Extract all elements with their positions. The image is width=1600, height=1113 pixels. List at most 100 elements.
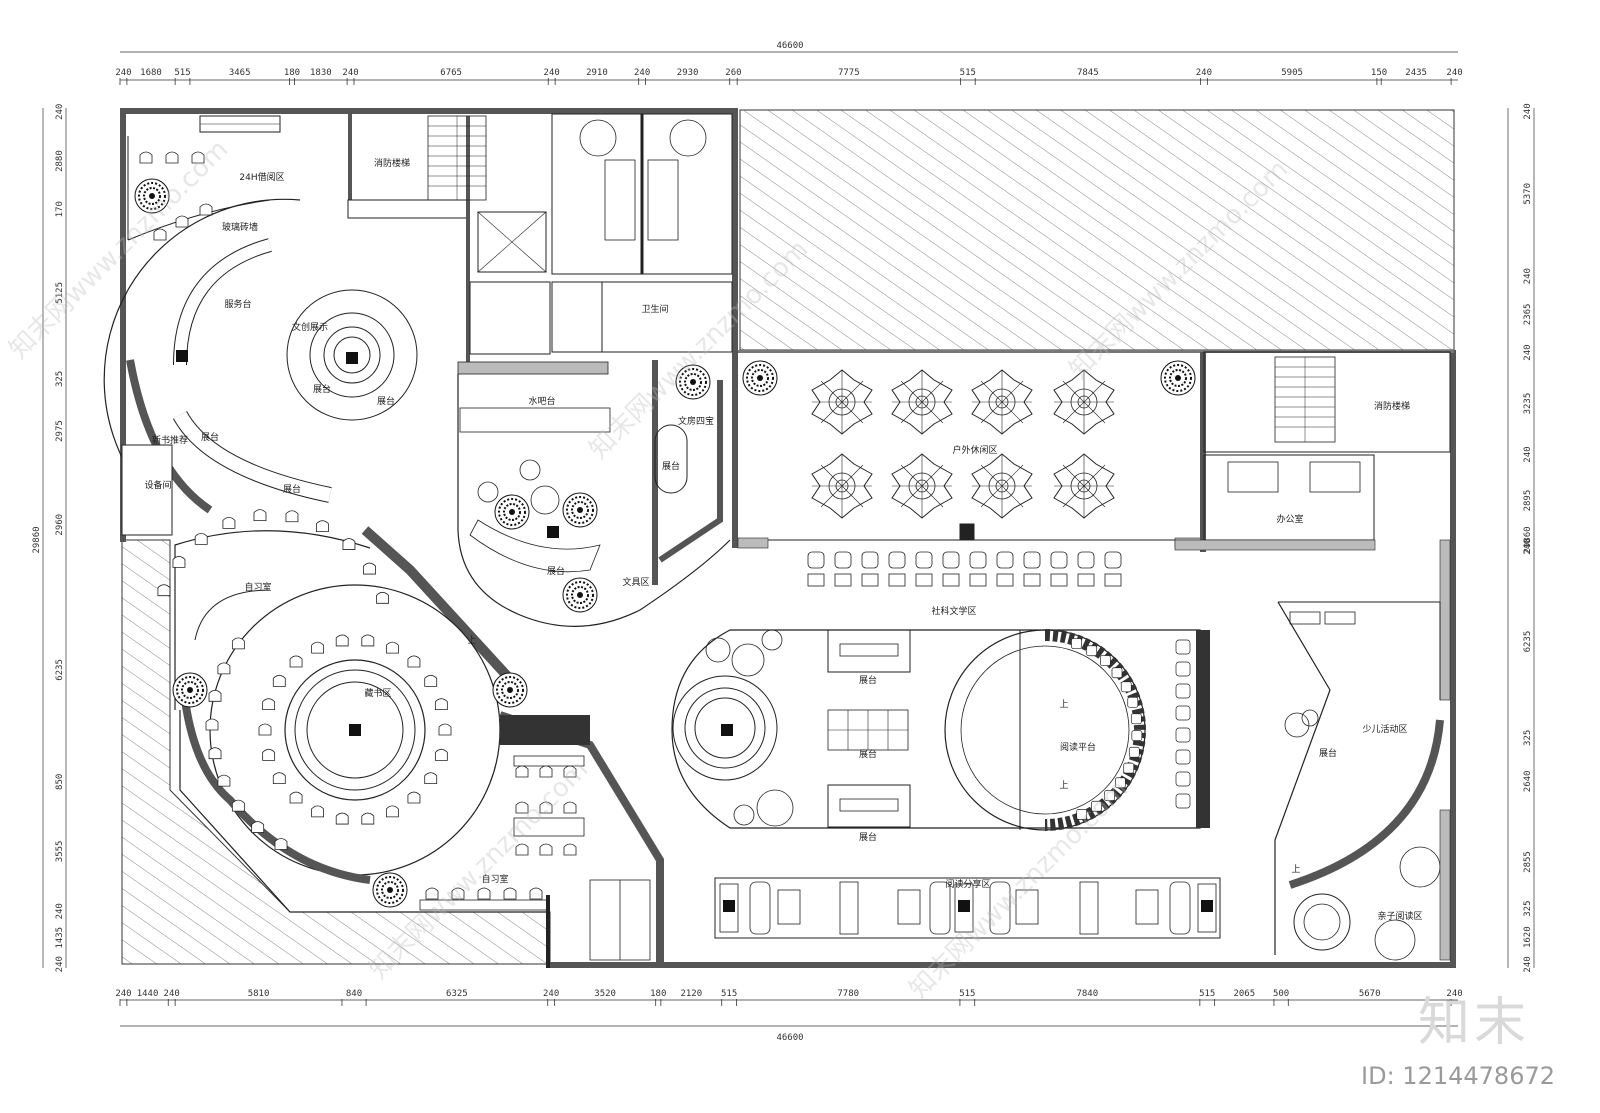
- label-glass-brick: 玻璃砖墙: [222, 221, 258, 233]
- label-study-room-a: 自习室: [244, 581, 271, 593]
- study-chair: [363, 562, 376, 575]
- svg-text:知末网www.znzmo.com: 知末网www.znzmo.com: [904, 774, 1135, 1005]
- collection-chair: [258, 723, 272, 736]
- lit-chair: [915, 551, 933, 569]
- dim-label: 1680: [140, 68, 162, 78]
- lit-table: [1077, 573, 1095, 587]
- dim-label: 2065: [1233, 989, 1255, 999]
- lit-table: [807, 573, 825, 587]
- lit-table: [1023, 573, 1041, 587]
- collection-chair: [361, 812, 375, 825]
- platform-seat: [1120, 681, 1132, 693]
- label-display-b: 展台: [377, 395, 395, 407]
- collection-chair: [424, 772, 438, 785]
- dim-label: 240: [634, 68, 650, 78]
- lit-chair: [888, 551, 906, 569]
- collection-chair: [262, 748, 276, 761]
- platform-seat: [1071, 638, 1082, 649]
- dim-total-left: 29860: [32, 526, 42, 553]
- study-chair: [342, 538, 356, 550]
- dim-label: 3555: [55, 841, 65, 863]
- right-top-rooms: [1174, 351, 1451, 701]
- dim-label: 7840: [1076, 989, 1098, 999]
- label-display-a: 展台: [313, 383, 331, 395]
- collection-outer-chair: [205, 718, 219, 731]
- umbrella-table: [811, 369, 873, 435]
- kids-area: [1274, 601, 1451, 961]
- dim-label: 2895: [1523, 490, 1533, 512]
- collection-outer-chair: [231, 799, 245, 812]
- hatched-areas: [121, 109, 1455, 965]
- lit-table: [1104, 573, 1122, 587]
- label-reading-platform: 阅读平台: [1060, 741, 1096, 753]
- dim-label: 2960: [55, 514, 65, 536]
- dim-label: 840: [346, 989, 362, 999]
- collection-outer-chair: [208, 747, 222, 760]
- central-display: [671, 629, 1210, 831]
- collection-outer-chair: [251, 821, 265, 833]
- reading-share-marks: [723, 900, 1213, 912]
- lit-table: [942, 573, 960, 587]
- dim-total-top: 46600: [776, 41, 803, 51]
- label-up-a: 上: [467, 635, 476, 646]
- dim-label: 6235: [55, 659, 65, 681]
- lit-chair: [807, 551, 825, 569]
- dim-label: 500: [1273, 989, 1289, 999]
- label-display-i: 展台: [859, 831, 877, 843]
- dim-label: 5125: [55, 282, 65, 304]
- collection-chair: [434, 698, 448, 711]
- reading-share-area: [714, 877, 1221, 939]
- brand-logo: 知末: [1417, 993, 1530, 1053]
- lit-table: [834, 573, 852, 587]
- social-lit-seats: [807, 551, 1122, 587]
- dim-label: 240: [1446, 989, 1462, 999]
- lit-chair: [996, 551, 1014, 569]
- label-up-d: 上: [1291, 864, 1300, 875]
- label-display-h: 展台: [859, 748, 877, 760]
- dim-label: 325: [1523, 730, 1533, 746]
- collection-chair: [407, 655, 421, 668]
- dimension-ticks: [119, 78, 1452, 1006]
- dim-label: 240: [544, 68, 560, 78]
- label-water-bar: 水吧台: [528, 395, 555, 407]
- restroom-area: [457, 113, 733, 433]
- umbrella-table: [971, 453, 1033, 519]
- label-office: 办公室: [1276, 513, 1303, 525]
- platform-seat: [1127, 696, 1139, 708]
- outdoor-umbrellas: [811, 369, 1115, 519]
- study-chair: [194, 532, 208, 545]
- collection-chair: [262, 698, 276, 711]
- platform-seat: [1115, 777, 1126, 789]
- platform-side-seat: [1175, 771, 1191, 787]
- dim-label: 240: [55, 104, 65, 120]
- label-up-c: 上: [1059, 780, 1068, 791]
- label-display-e: 展台: [662, 460, 680, 472]
- dim-label: 515: [959, 989, 975, 999]
- dim-label: 2365: [1523, 304, 1533, 326]
- collection-chair: [434, 748, 448, 761]
- lit-chair: [1077, 551, 1095, 569]
- dim-label: 3465: [229, 68, 251, 78]
- platform-seat: [1086, 645, 1098, 657]
- lit-table: [1050, 573, 1068, 587]
- study-b-chair: [529, 887, 543, 900]
- study-chair: [316, 520, 329, 533]
- dim-total-bottom: 46600: [776, 1033, 803, 1043]
- study-chair: [253, 509, 267, 522]
- platform-side-seat: [1175, 705, 1191, 721]
- dim-label: 2930: [677, 68, 699, 78]
- label-new-books: 新书推荐: [152, 434, 188, 446]
- platform-seat: [1131, 730, 1143, 741]
- collection-chair: [289, 791, 303, 804]
- image-id: ID: 1214478672: [1361, 1062, 1555, 1090]
- study-chair: [376, 591, 389, 604]
- dim-label: 2120: [680, 989, 702, 999]
- dim-label: 240: [55, 903, 65, 919]
- collection-chair: [361, 634, 375, 647]
- label-display-c: 展台: [201, 431, 219, 443]
- label-display-g: 展台: [859, 674, 877, 686]
- label-study-room-b: 自习室: [481, 873, 508, 885]
- collection-chair: [335, 812, 349, 825]
